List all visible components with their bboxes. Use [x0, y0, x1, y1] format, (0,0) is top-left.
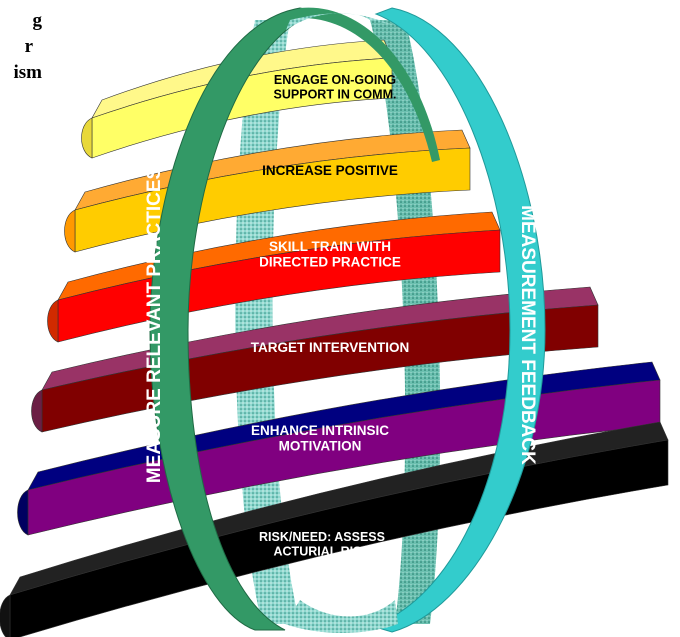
band-engage-end [81, 117, 93, 159]
band-enhance-end [17, 489, 29, 536]
band-label-target-line-1: TARGET INTERVENTION [251, 340, 410, 355]
band-label-engage-line-1: ENGAGE ON-GOING [274, 73, 396, 87]
inner-ring-front [285, 13, 398, 633]
cutoff-text-line-1: g [32, 10, 43, 31]
cutoff-text-line-3: ism [13, 62, 43, 83]
band-engage-front [91, 57, 393, 159]
band-label-risk-line-2: ACTURIAL RISK [274, 545, 371, 559]
measure-relevant-practices-label: MEASURE RELEVANT PRACTICES [144, 167, 165, 483]
band-label-risk-line-1: RISK/NEED: ASSESS [259, 530, 385, 544]
band-label-engage-line-2: SUPPORT IN COMM. [274, 88, 397, 102]
band-positive-end [64, 209, 76, 253]
band-label-enhance-line-1: ENHANCE INTRINSIC [251, 423, 389, 438]
band-risk-end [0, 594, 11, 637]
cutoff-text-line-2: r [24, 36, 33, 57]
band-label-enhance-line-2: MOTIVATION [279, 439, 362, 454]
band-label-positive-line-1: INCREASE POSITIVE [262, 163, 398, 178]
measurement-feedback-label: MEASUREMENT FEEDBACK [517, 205, 538, 465]
band-skill-end [47, 299, 59, 343]
band-label-target: TARGET INTERVENTION [251, 340, 410, 355]
band-target-end [31, 389, 43, 433]
measure-relevant-practices-ring [149, 7, 440, 631]
band-engage [81, 39, 393, 159]
band-label-skill-line-2: DIRECTED PRACTICE [259, 255, 401, 270]
band-label-positive: INCREASE POSITIVE [262, 163, 398, 178]
measurement-feedback-ring [370, 7, 546, 633]
band-label-skill-line-1: SKILL TRAIN WITH [269, 239, 391, 254]
